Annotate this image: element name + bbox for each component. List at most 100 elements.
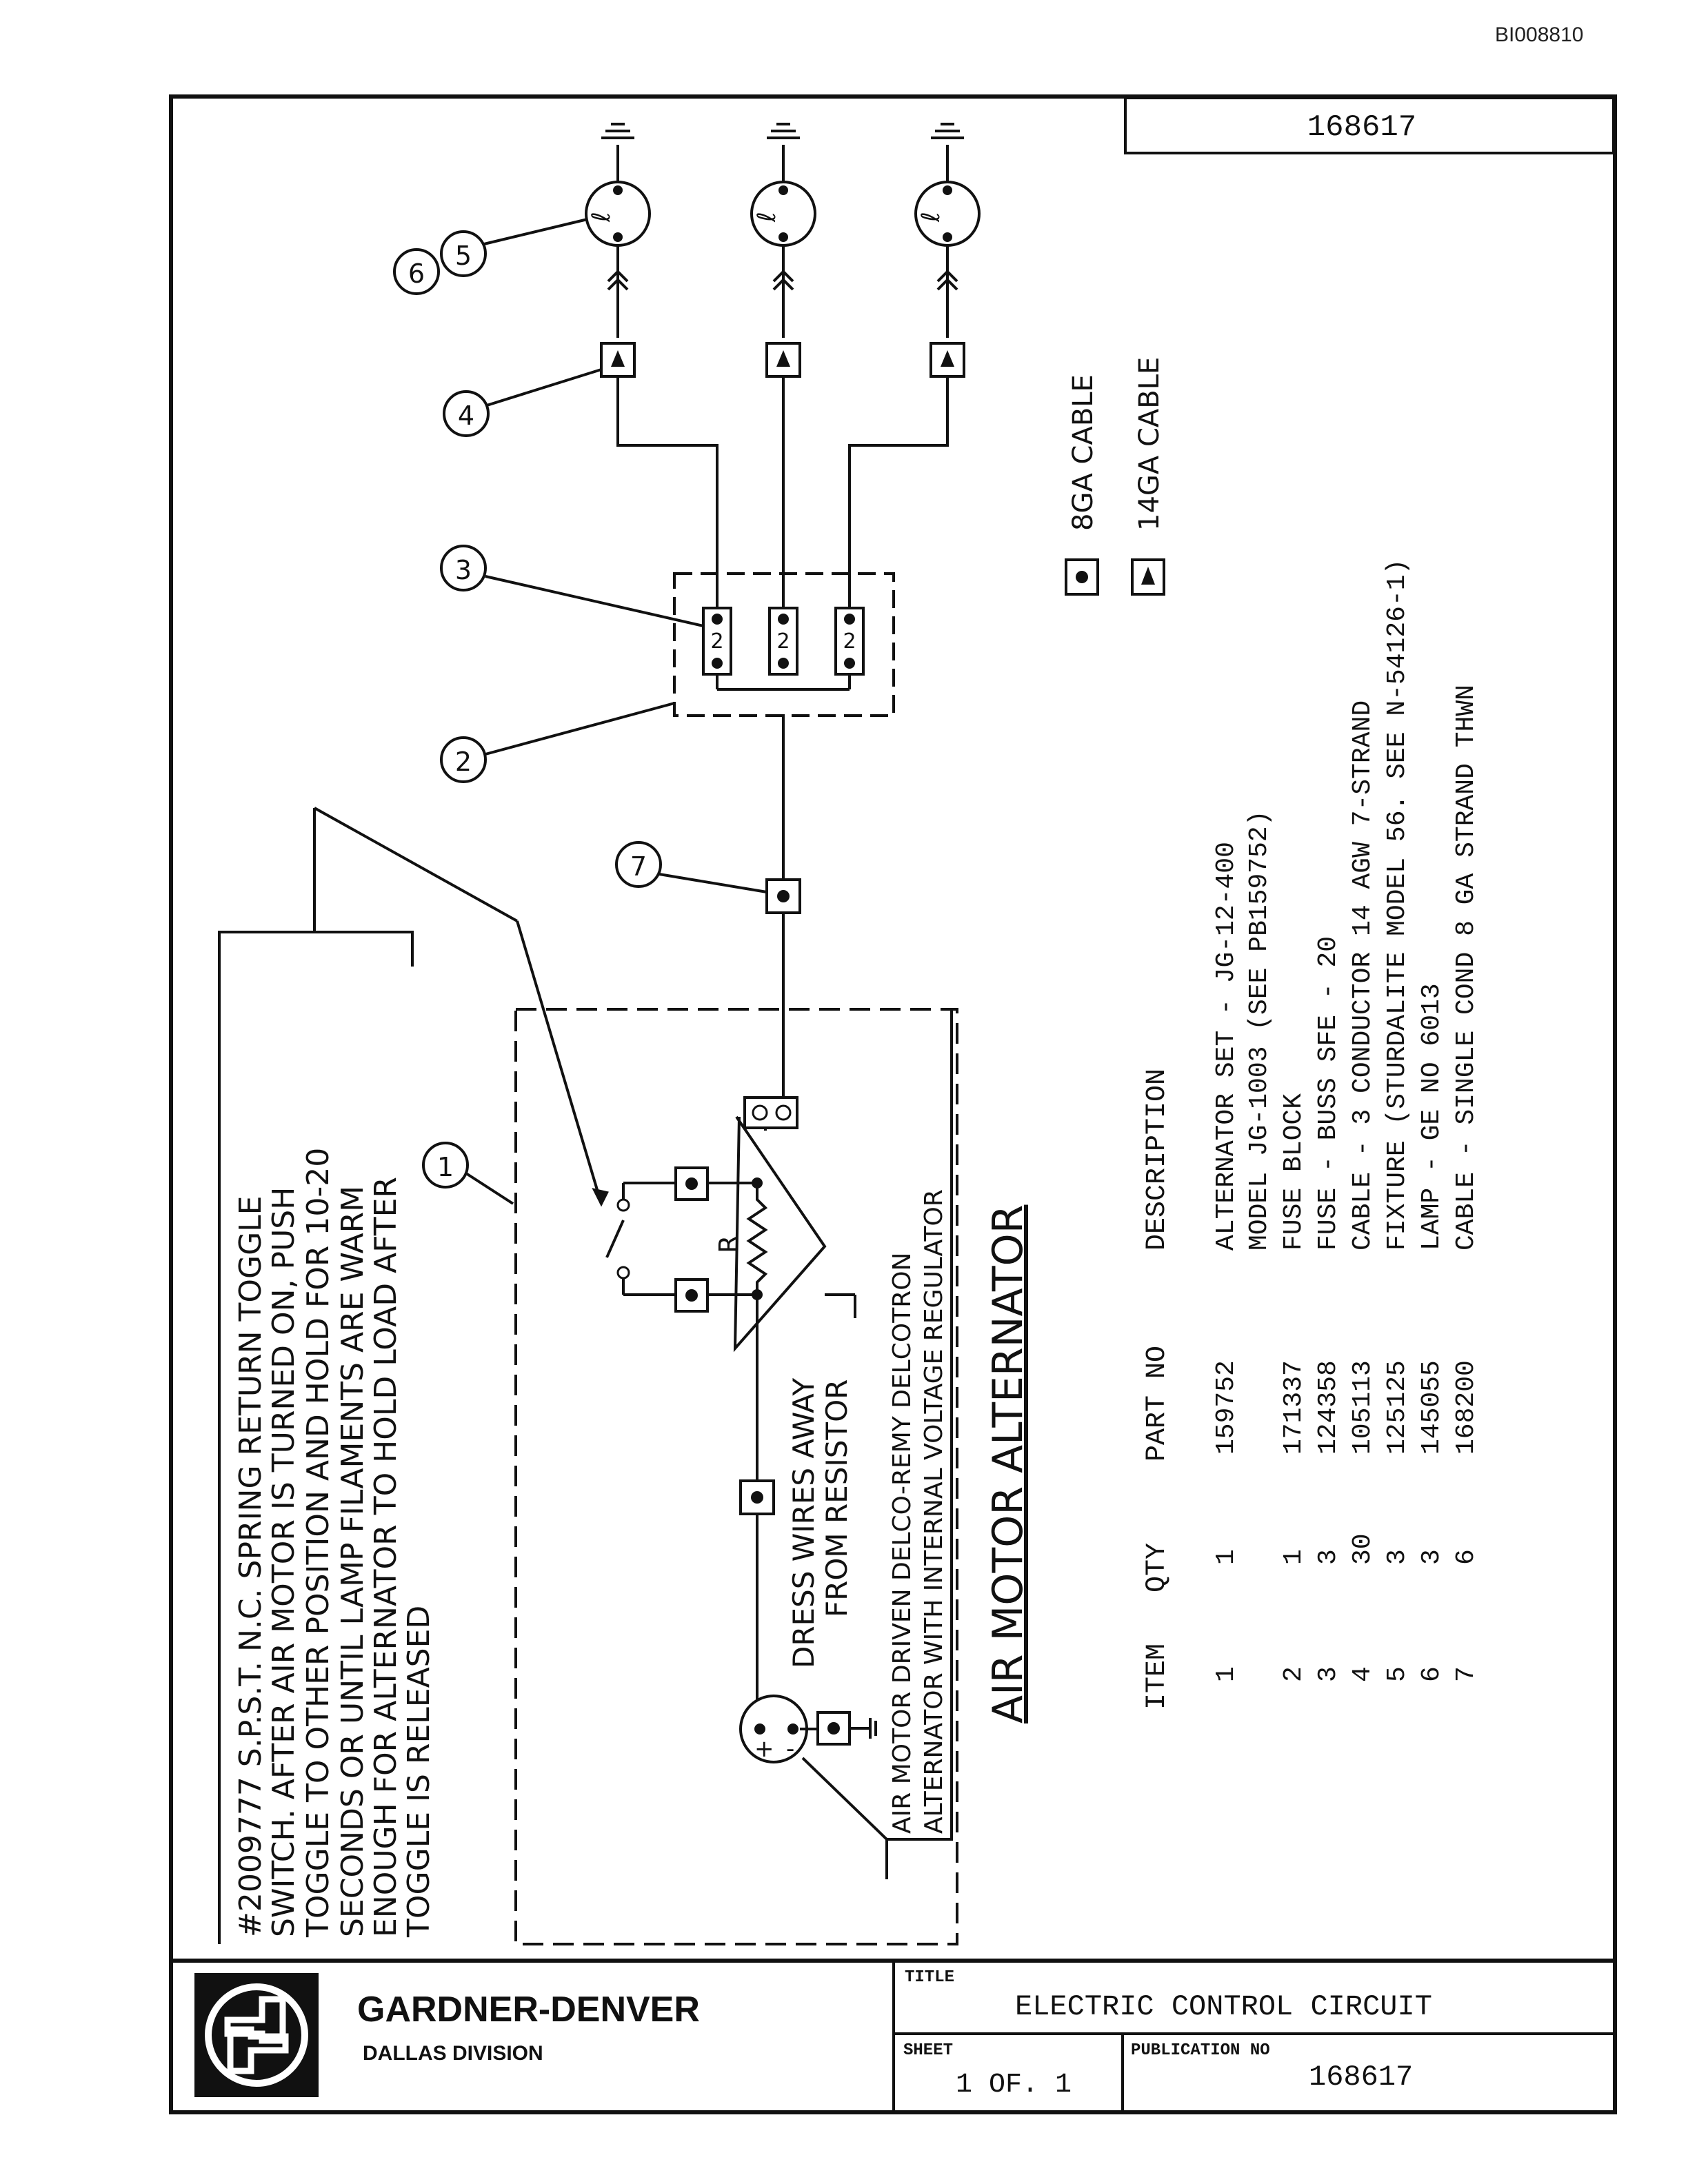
publication-label: PUBLICATION NO <box>1131 2041 1270 2060</box>
alternator-output-terminal <box>743 1096 798 1129</box>
title-label: TITLE <box>905 1968 954 1987</box>
company-name: GARDNER-DENVER <box>357 1990 700 2030</box>
toggle-note-line-2: SWITCH. AFTER AIR MOTOR IS TURNED ON, PU… <box>266 1187 301 1937</box>
svg-text:6: 6 <box>408 259 425 289</box>
resistor-junction-top <box>752 1177 763 1189</box>
resistor-label: R <box>714 1235 744 1253</box>
svg-text:159752: 159752 <box>1212 1360 1241 1455</box>
header-qty: QTY <box>1142 1543 1173 1593</box>
svg-text:MODEL JG-1003 (SEE PB159752): MODEL JG-1003 (SEE PB159752) <box>1245 810 1274 1251</box>
svg-text:124358: 124358 <box>1314 1360 1343 1455</box>
svg-text:1: 1 <box>1212 1549 1241 1565</box>
svg-text:3: 3 <box>1314 1549 1343 1565</box>
svg-text:3: 3 <box>1314 1666 1343 1682</box>
svg-text:ℓ: ℓ <box>753 212 781 223</box>
svg-text:125125: 125125 <box>1383 1360 1412 1455</box>
table-row: 5 3 125125 FIXTURE (STURDALITE MODEL 56.… <box>1383 559 1412 1682</box>
gardner-denver-logo <box>194 1973 319 2097</box>
svg-text:2: 2 <box>1279 1666 1309 1682</box>
svg-text:4: 4 <box>1348 1666 1378 1682</box>
voltage-regulator-symbol <box>733 1115 856 1353</box>
header-item: ITEM <box>1142 1644 1173 1710</box>
drawing-title: ELECTRIC CONTROL CIRCUIT <box>1015 1990 1432 2023</box>
toggle-note-line-1: #2009777 S.P.S.T. N.C. SPRING RETURN TOG… <box>233 1196 268 1938</box>
table-row: MODEL JG-1003 (SEE PB159752) <box>1245 810 1274 1251</box>
switch-contact-top <box>616 1198 630 1212</box>
svg-text:2: 2 <box>776 629 790 654</box>
table-row: 2 1 171337 FUSE BLOCK <box>1279 1093 1309 1682</box>
svg-text:7: 7 <box>630 851 647 882</box>
svg-text:ℓ: ℓ <box>587 212 616 223</box>
header-description: DESCRIPTION <box>1142 1069 1173 1251</box>
alternator-symbol: + - <box>739 1695 808 1763</box>
callout-5: 5 <box>440 218 588 277</box>
alternator-note-bracket <box>801 1009 953 1879</box>
fuse-2: 2 <box>768 607 798 676</box>
callout-3: 3 <box>440 545 704 627</box>
callout-4: 4 <box>443 368 602 437</box>
svg-text:+: + <box>754 1735 774 1763</box>
lamp-grounds <box>601 123 964 139</box>
legend-8ga: 8GA CABLE <box>1065 374 1099 596</box>
svg-text:171337: 171337 <box>1279 1360 1309 1455</box>
svg-text:6: 6 <box>1417 1666 1447 1682</box>
note-bracket <box>218 807 609 1944</box>
switch-terminal-bottom <box>674 1278 709 1313</box>
svg-text:1: 1 <box>1212 1666 1241 1682</box>
alternator-note-line-1: AIR MOTOR DRIVEN DELCO-REMY DELCOTRON <box>888 1253 916 1834</box>
svg-text:2: 2 <box>843 629 856 654</box>
drawing-number-box: 168617 <box>1124 97 1615 154</box>
bus-terminal <box>765 878 801 914</box>
svg-text:FUSE BLOCK: FUSE BLOCK <box>1279 1093 1309 1251</box>
callout-7: 7 <box>615 841 767 893</box>
table-row: 3 3 124358 FUSE - BUSS SFE - 20 <box>1314 936 1343 1682</box>
switch-terminal-top <box>674 1166 709 1201</box>
svg-text:105113: 105113 <box>1348 1360 1378 1455</box>
inline-terminal <box>739 1479 775 1515</box>
document-id: BI008810 <box>1495 23 1584 46</box>
svg-text:6: 6 <box>1451 1549 1481 1565</box>
lamp-3: ℓ <box>914 181 981 247</box>
svg-text:1: 1 <box>1279 1549 1309 1565</box>
svg-text:LAMP - GE NO 6013: LAMP - GE NO 6013 <box>1417 983 1447 1251</box>
table-row: 6 3 145055 LAMP - GE NO 6013 <box>1417 983 1447 1682</box>
title-block: GARDNER-DENVER DALLAS DIVISION TITLE ELE… <box>171 1959 1614 2111</box>
svg-text:ℓ: ℓ <box>917 212 945 223</box>
lamp-2: ℓ <box>750 181 816 247</box>
section-title: AIR MOTOR ALTERNATOR <box>984 1205 1032 1723</box>
svg-text:-: - <box>786 1735 794 1763</box>
svg-text:2: 2 <box>455 747 472 777</box>
header-part-no: PART NO <box>1142 1346 1173 1462</box>
svg-text:4: 4 <box>458 401 474 431</box>
legend-14ga: 14GA CABLE <box>1131 357 1165 596</box>
svg-text:FUSE - BUSS SFE - 20: FUSE - BUSS SFE - 20 <box>1314 936 1343 1251</box>
branch-terminal-2 <box>765 342 801 378</box>
svg-text:8GA CABLE: 8GA CABLE <box>1067 374 1099 531</box>
svg-text:2: 2 <box>710 629 723 654</box>
sheet-border <box>169 94 1617 2114</box>
svg-text:3: 3 <box>455 555 472 585</box>
svg-text:5: 5 <box>455 241 472 271</box>
fuse-3: 2 <box>834 607 865 676</box>
table-row: 4 30 105113 CABLE - 3 CONDUCTOR 14 AGW 7… <box>1348 700 1378 1682</box>
toggle-note-line-3: TOGGLE TO OTHER POSITION AND HOLD FOR 10… <box>301 1148 336 1938</box>
svg-text:3: 3 <box>1417 1549 1447 1565</box>
drawing-number: 168617 <box>1307 110 1416 145</box>
connector-chevrons <box>607 270 958 291</box>
lamp-1: ℓ <box>585 181 651 247</box>
alternator-enclosure <box>514 1008 958 1945</box>
svg-text:1: 1 <box>437 1152 454 1182</box>
svg-text:3: 3 <box>1383 1549 1412 1565</box>
svg-text:30: 30 <box>1348 1533 1378 1565</box>
branch-terminal-1 <box>600 342 636 378</box>
table-row: 1 1 159752 ALTERNATOR SET - JG-12-400 <box>1212 842 1241 1682</box>
svg-text:5: 5 <box>1383 1666 1412 1682</box>
sheet-label: SHEET <box>903 2041 953 2060</box>
main-bus-wire <box>764 714 785 1131</box>
toggle-note-line-4: SECONDS OR UNTIL LAMP FILAMENTS ARE WARM <box>335 1186 370 1937</box>
resistor-note-line-2: FROM RESISTOR <box>820 1379 854 1617</box>
svg-text:168200: 168200 <box>1451 1360 1481 1455</box>
resistor-note-line-1: DRESS WIRES AWAY <box>787 1377 821 1668</box>
ground-terminal <box>800 1711 877 1746</box>
